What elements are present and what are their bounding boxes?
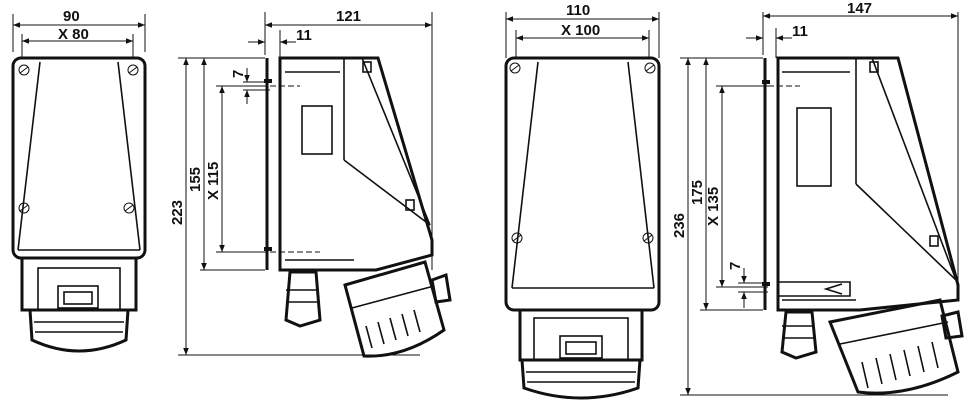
large-side-depth-label: 147 [847, 0, 872, 17]
small-side-offset-label: 11 [296, 27, 312, 44]
small-front-view: 90 X 80 [11, 8, 147, 353]
large-side-inner-height-label: 175 [689, 180, 706, 205]
large-front-view: 110 X 100 [504, 2, 661, 400]
small-front-width-label: 90 [63, 8, 80, 25]
large-side-height-label: 236 [671, 213, 688, 238]
small-side-mounting-height-label: X 115 [205, 162, 222, 200]
small-side-height-label: 223 [169, 200, 186, 225]
small-side-view: 121 11 7 223 155 X 115 [169, 8, 452, 358]
large-side-view: 147 11 7 236 175 X 135 [671, 0, 964, 396]
large-front-mounting-width-label: X 100 [561, 22, 600, 39]
small-side-depth-label: 121 [336, 8, 361, 25]
large-side-gap-label: 7 [727, 262, 744, 270]
large-side-mounting-height-label: X 135 [705, 187, 722, 226]
small-front-mounting-width-label: X 80 [58, 26, 89, 43]
small-side-inner-height-label: 155 [187, 167, 204, 192]
small-side-gap-label: 7 [230, 70, 247, 78]
large-side-offset-label: 11 [792, 23, 808, 40]
large-front-width-label: 110 [566, 2, 590, 19]
